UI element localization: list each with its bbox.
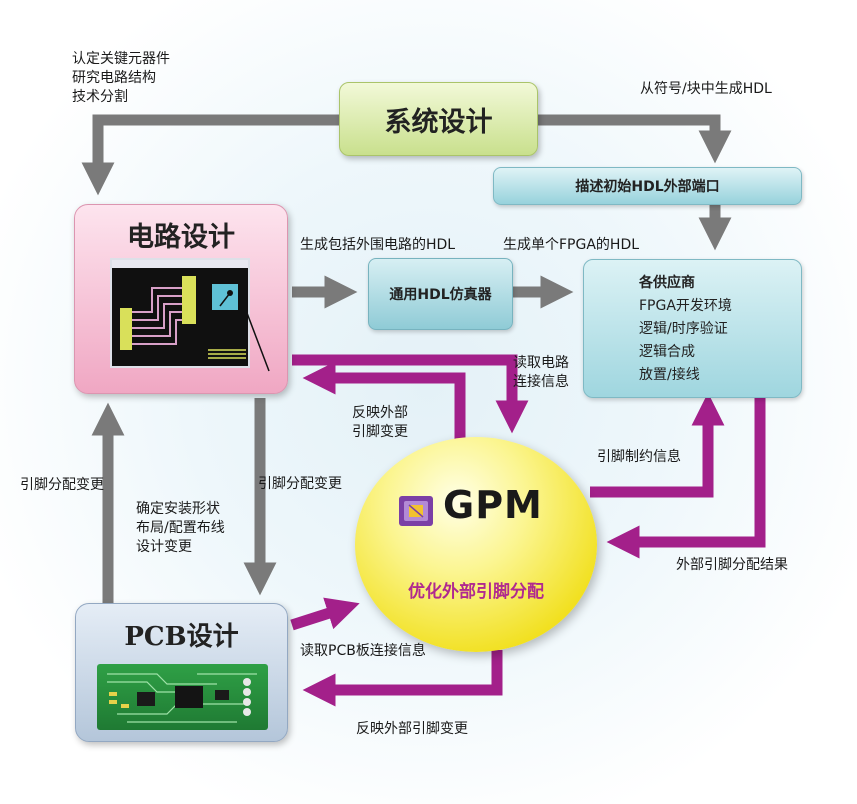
pcb-layout-notes-label: 确定安装形状 布局/配置布线 设计变更 [136,501,225,555]
list-item: 放置/接线 [639,367,700,383]
system-design-box: 系统设计 [339,82,538,156]
pcb-design-title: PCB设计 [124,622,239,652]
circuit-design-box: 电路设计 [74,204,288,394]
gpm-subtitle: 优化外部引脚分配 [408,582,544,602]
arrow-gpm-to-pcb [302,650,503,707]
pin-result-label: 外部引脚分配结果 [676,557,788,573]
vendor-item-list: FPGA开发环境 逻辑/时序验证 逻辑合成 放置/接线 [639,295,732,387]
pointer-line [246,313,270,372]
gpm-name: GPM [443,483,543,527]
gen-hdl-periph-label: 生成包括外围电路的HDL [300,237,456,253]
read-circuit-conn-label: 读取电路 连接信息 [513,355,569,390]
pin-change-left-label: 引脚分配变更 [20,477,104,493]
list-item: FPGA开发环境 [639,298,732,314]
gpm-ellipse: GPM 优化外部引脚分配 [355,437,597,652]
arrow-system-to-circuit [81,114,339,196]
gpm-chip-icon [399,496,433,526]
vendor-title: 各供应商 [639,275,695,291]
list-item: 逻辑/时序验证 [639,321,728,337]
arrow-system-to-hdlport [538,114,732,164]
arrow-vendor-to-gpm [606,398,766,559]
gen-hdl-single-label: 生成单个FPGA的HDL [503,237,640,253]
hdl-simulator-box: 通用HDL仿真器 [368,258,513,330]
pin-constraint-label: 引脚制约信息 [597,449,681,465]
arrow-pcb-to-gpm [290,597,360,631]
arrow-gpm-to-vendor [590,392,725,498]
symbol-to-hdl-label: 从符号/块中生成HDL [640,81,772,97]
pin-change-mid-label: 引脚分配变更 [258,476,342,492]
reflect-ext-pin-change-label: 反映外部引脚变更 [356,721,468,737]
hdl-port-box: 描述初始HDL外部端口 [493,167,802,205]
circuit-notes-label: 认定关键元器件 研究电路结构 技术分割 [72,51,170,105]
pcb-design-box: PCB设计 [75,603,288,742]
vendor-box: 各供应商 FPGA开发环境 逻辑/时序验证 逻辑合成 放置/接线 [583,259,802,398]
pcb-board-image [97,664,268,730]
circuit-screenshot-image [110,258,250,368]
reflect-pin-change-label: 反映外部 引脚变更 [352,405,408,440]
circuit-design-title: 电路设计 [127,222,235,253]
arrow-circuit-to-gpm [292,354,529,434]
arrow-gpm-to-circuit [302,361,466,440]
read-pcb-conn-label: 读取PCB板连接信息 [300,643,426,659]
list-item: 逻辑合成 [639,344,695,360]
